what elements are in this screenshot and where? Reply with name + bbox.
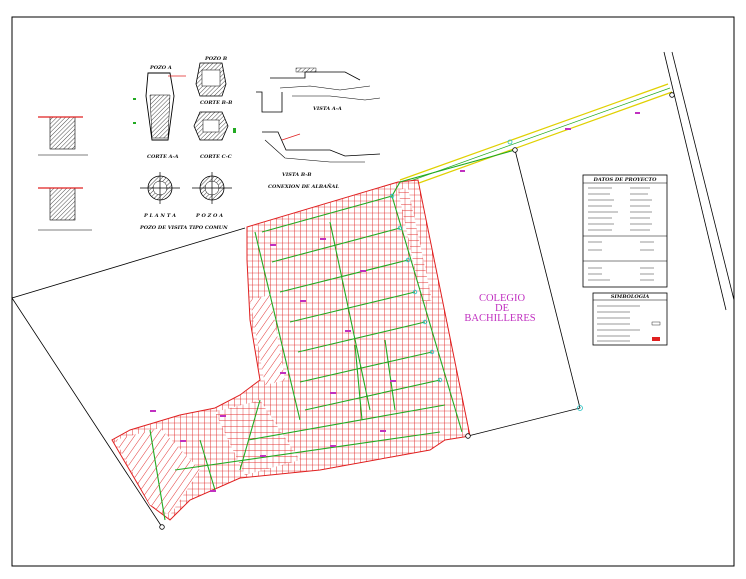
datos-proyecto-title: DATOS DE PROYECTO	[593, 177, 658, 183]
label-pozo-b: POZO B	[204, 56, 227, 62]
subdivision-lots	[111, 179, 471, 521]
highway	[399, 51, 735, 311]
label-corte-cc: CORTE C-C	[200, 154, 232, 160]
conexion-albanal-details: VISTA A-A VISTA B-B CONEXION DE ALBAÑAL	[256, 67, 381, 190]
boundary-markers	[159, 92, 675, 530]
manhole-details: POZO A POZO B CORTE B-B CORTE A-A CORTE …	[133, 56, 236, 231]
label-conexion: CONEXION DE ALBAÑAL	[268, 183, 339, 190]
label-vista-aa: VISTA A-A	[313, 106, 342, 112]
datos-proyecto-table: DATOS DE PROYECTO	[582, 174, 668, 288]
label-vista-bb: VISTA B-B	[282, 172, 312, 178]
school-label-line-3: BACHILLERES	[464, 313, 535, 324]
property-boundary	[11, 149, 581, 528]
sheet-border	[11, 16, 735, 567]
trench-detail-top	[38, 112, 88, 156]
label-pozo-a: POZO A	[149, 65, 172, 71]
label-corte-bb: CORTE B-B	[200, 100, 232, 106]
trench-detail-bottom	[38, 183, 92, 231]
street-network	[149, 149, 516, 521]
school-label: COLEGIO DE BACHILLERES	[464, 293, 535, 324]
school-label-line-2: DE	[495, 303, 509, 314]
simbologia-table: SIMBOLOGIA	[592, 292, 668, 346]
label-pozo-caption: POZO DE VISITA TIPO COMUN	[139, 225, 228, 231]
simbologia-title: SIMBOLOGIA	[611, 294, 650, 300]
manhole-nodes	[389, 139, 583, 411]
label-planta: P L A N T A	[143, 213, 176, 219]
label-pozo-tipo: P O Z O A	[195, 213, 223, 219]
label-corte-aa: CORTE A-A	[147, 154, 179, 160]
pipe-annotations	[150, 112, 640, 492]
school-label-line-1: COLEGIO	[479, 293, 525, 304]
